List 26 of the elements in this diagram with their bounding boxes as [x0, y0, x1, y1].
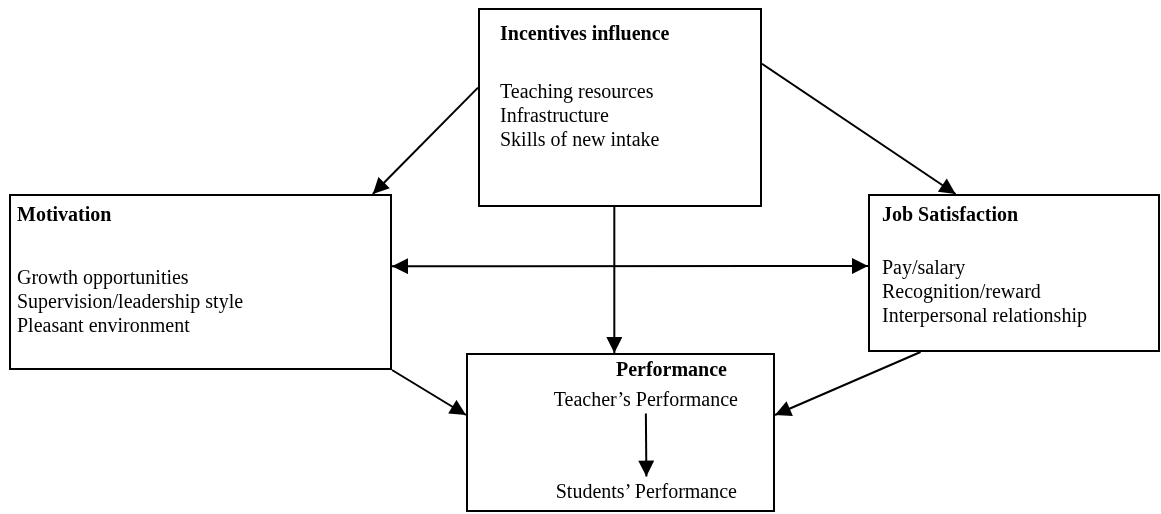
box-heading: Job Satisfaction: [882, 202, 1019, 226]
list-item: Pay/salary: [882, 255, 966, 279]
list-item: Skills of new intake: [500, 127, 660, 151]
arrow: [391, 258, 869, 275]
list-item: Infrastructure: [500, 103, 609, 127]
arrow: [606, 206, 623, 354]
list-item: Growth opportunities: [17, 265, 189, 289]
list-item: Supervision/leadership style: [17, 289, 244, 313]
box-heading: Motivation: [17, 202, 112, 226]
outcome-box: [466, 353, 775, 512]
factor-box: [868, 194, 1160, 352]
list-item: Recognition/reward: [882, 279, 1041, 303]
arrow: [371, 86, 479, 195]
list-item: Teaching resources: [500, 79, 654, 103]
factor-box: [9, 194, 392, 370]
list-item: Interpersonal relationship: [882, 303, 1087, 327]
arrow: [761, 62, 957, 195]
performance-item: Teacher’s Performance: [553, 387, 738, 411]
arrow: [391, 369, 467, 416]
box-heading: Performance: [615, 357, 727, 381]
factor-box: [478, 8, 762, 207]
box-heading: Incentives influence: [500, 21, 670, 45]
performance-item: Students’ Performance: [555, 479, 737, 503]
list-item: Pleasant environment: [17, 313, 190, 337]
arrow: [638, 412, 655, 478]
arrow: [774, 351, 922, 416]
